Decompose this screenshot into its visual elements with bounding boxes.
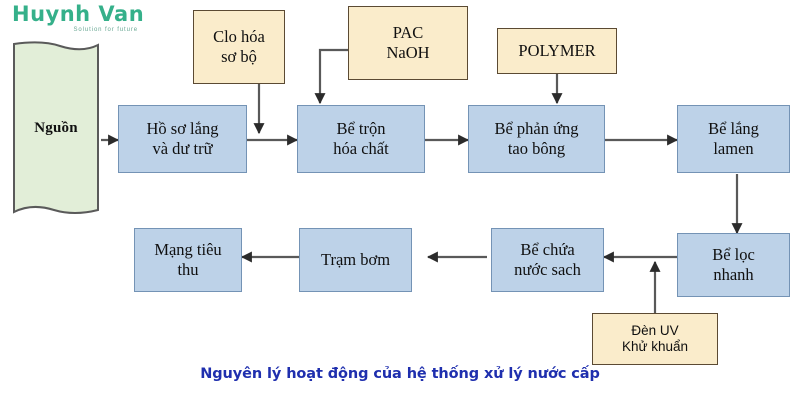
node-label: Bể lắng lamen (708, 118, 759, 158)
node-label: PAC NaOH (386, 22, 430, 62)
source-shape (13, 41, 99, 214)
node-label: Bể phản ứng tao bông (494, 118, 579, 158)
node-label: Hồ sơ lắng và dư trữ (146, 118, 219, 158)
node-polymer[interactable]: POLYMER (497, 28, 617, 74)
node-ho-so-lang-va-du-tru[interactable]: Hồ sơ lắng và dư trữ (118, 105, 247, 173)
node-be-phan-ung-tao-bong[interactable]: Bể phản ứng tao bông (468, 105, 605, 173)
node-label: Bể lọc nhanh (712, 244, 755, 284)
node-label: Đèn UV Khử khuẩn (621, 322, 689, 354)
node-label: Trạm bơm (320, 249, 391, 269)
connector-pacnaoh-to-betron (314, 48, 348, 105)
diagram-caption: Nguyên lý hoạt động của hệ thống xử lý n… (200, 366, 600, 382)
node-mang-tieu-thu[interactable]: Mạng tiêu thu (134, 228, 242, 292)
node-tram-bom[interactable]: Trạm bơm (299, 228, 412, 292)
node-den-uv-khu-khuan[interactable]: Đèn UV Khử khuẩn (592, 313, 718, 365)
brand-logo-name: Huynh Van (12, 2, 145, 26)
brand-logo-tagline: Solution for future (73, 27, 138, 33)
node-be-loc-nhanh[interactable]: Bể lọc nhanh (677, 233, 790, 297)
node-label: Bể trộn hóa chất (333, 118, 389, 158)
node-label: Clo hóa sơ bộ (213, 26, 265, 66)
node-be-tron-hoa-chat[interactable]: Bể trộn hóa chất (297, 105, 425, 173)
node-label: Mạng tiêu thu (154, 239, 222, 279)
node-clo-hoa-so-bo[interactable]: Clo hóa sơ bộ (193, 10, 285, 84)
node-be-chua-nuoc-sach[interactable]: Bể chứa nước sach (491, 228, 604, 292)
source-node-label: Nguồn (34, 119, 78, 136)
node-label: Bể chứa nước sach (514, 239, 581, 279)
node-label: POLYMER (518, 40, 596, 60)
brand-logo[interactable]: Huynh Van Solution for future (12, 4, 152, 38)
node-be-lang-lamen[interactable]: Bể lắng lamen (677, 105, 790, 173)
node-pac-naoh[interactable]: PAC NaOH (348, 6, 468, 80)
